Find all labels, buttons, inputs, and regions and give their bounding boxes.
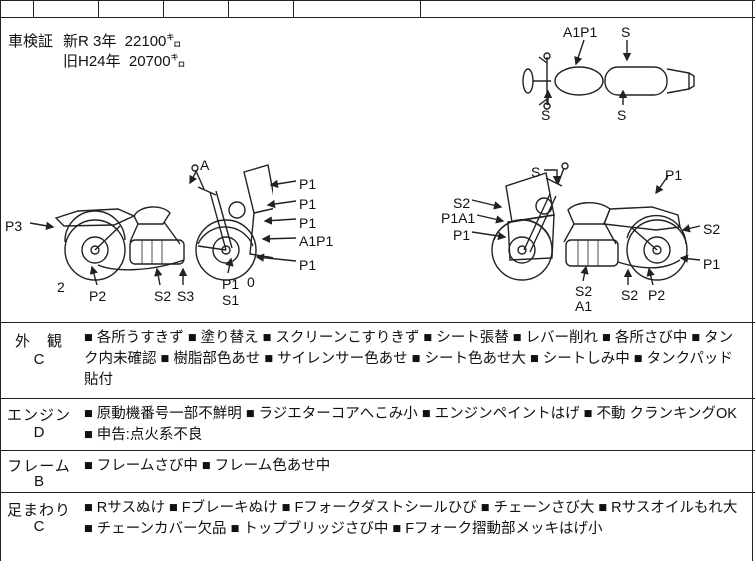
damage-code-label: S2 [575,283,593,299]
damage-code-label: P1 [703,256,721,272]
header-cell-divider [228,0,229,17]
damage-code-label: A1P1 [563,24,598,40]
shaken-label: 車検証 [8,33,54,50]
header-cell-divider [293,0,294,17]
row-divider [0,322,755,323]
damage-code-label: P1 [299,215,317,231]
damage-code-label: P1 [299,196,317,212]
sheet-left-border [0,0,1,561]
section-grade-engine: D [33,424,45,441]
damage-code-label: A1P1 [299,233,334,249]
left-bike-diagram [54,164,273,281]
damage-code-label: P1 [453,227,471,243]
section-label-engine: エンジン [6,407,71,424]
damage-code-label: P2 [648,287,666,303]
header-cell-divider [33,0,34,17]
damage-code-label: A1 [575,298,593,314]
header-cell-divider [420,0,421,17]
damage-code-label: P1 [665,167,683,183]
damage-code-label: S3 [177,288,195,304]
damage-code-label: P1A1 [441,210,476,226]
row-divider [0,398,755,399]
section-comments-frame: ■ フレームさび中 ■ フレーム色あせ中 [84,458,331,474]
damage-code-label: 0 [247,274,255,290]
damage-code-label: S [621,24,631,40]
damage-code-label: S2 [154,288,172,304]
damage-code-label: P2 [89,288,107,304]
damage-code-label: 2 [57,279,65,295]
damage-code-label: S2 [621,287,639,303]
sheet-right-border [752,0,753,561]
damage-code-label: S [617,107,627,123]
header-cell-divider [98,0,99,17]
damage-code-label: S [531,164,541,180]
damage-code-label: S [541,107,551,123]
damage-code-label: P1 [222,276,240,292]
section-label-exterior: 外 観 [14,333,63,350]
section-grade-frame: B [33,473,44,490]
shaken-old-date: 旧H24年 20700㌔ [63,53,186,70]
section-label-undercarriage: 足まわり [6,502,71,519]
damage-code-label: A [200,157,210,173]
damage-code-label: P1 [299,176,317,192]
section-label-frame: フレーム [7,458,71,475]
section-comments-undercarriage: ■ Rサスぬけ ■ Fブレーキぬけ ■ Fフォークダストシールひび ■ チェーン… [84,500,738,537]
header-strip-bottom-line [0,17,755,18]
damage-code-label: P3 [5,218,23,234]
shaken-new-date: 新R 3年 22100㌔ [63,33,182,50]
row-divider [0,492,755,493]
section-grade-undercarriage: C [33,518,45,535]
damage-code-label: S2 [453,195,471,211]
damage-code-label: P1 [299,257,317,273]
sheet-top-border [0,0,755,1]
section-comments-exterior: ■ 各所うすきず ■ 塗り替え ■ スクリーンこすりきず ■ シート張替 ■ レ… [84,330,734,388]
section-grade-exterior: C [33,351,45,368]
damage-code-label: S1 [222,292,240,308]
damage-code-label: S2 [703,221,721,237]
section-comments-engine: ■ 原動機番号一部不鮮明 ■ ラジエターコアへこみ小 ■ エンジンペイントはげ … [84,406,737,443]
header-cell-divider [163,0,164,17]
row-divider [0,450,755,451]
top-view-bike-diagram [522,52,695,110]
